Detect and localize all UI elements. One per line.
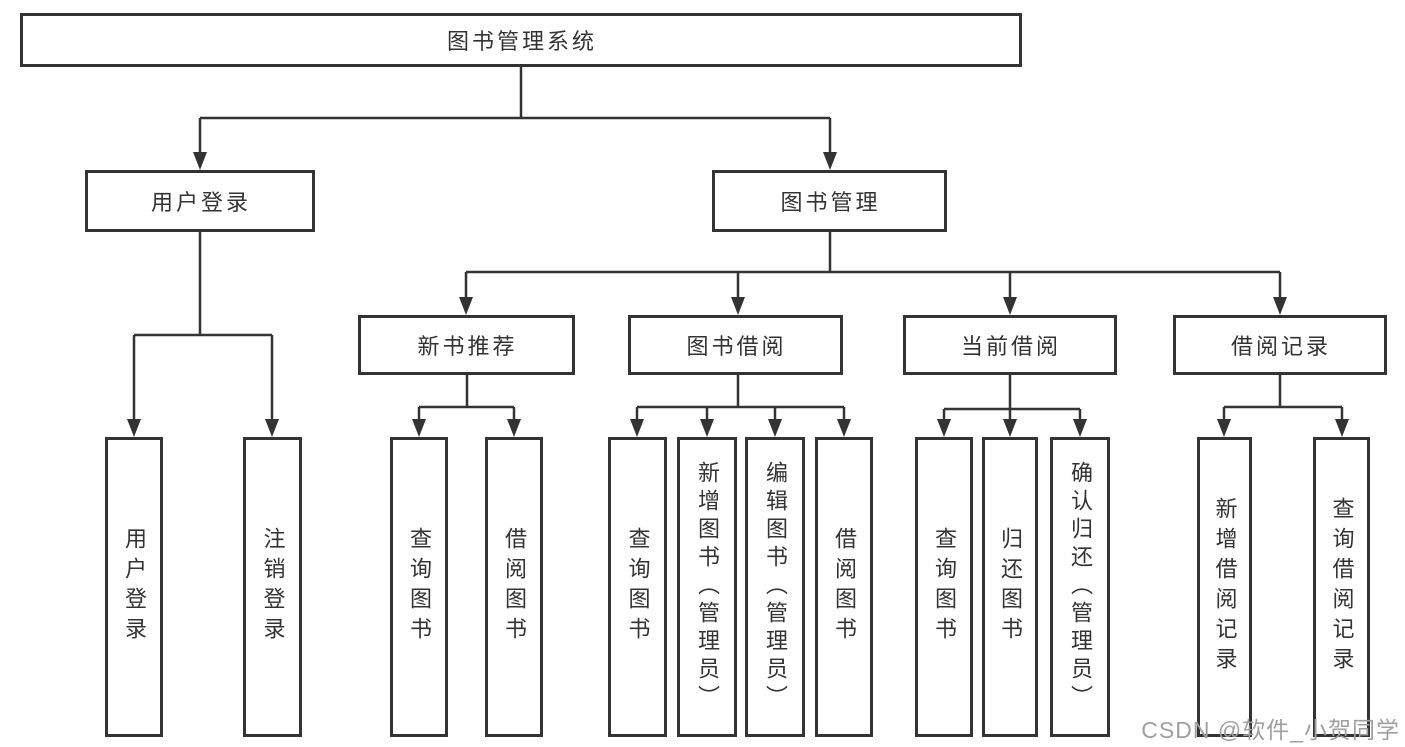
- leaf-label: 查询图书: [932, 527, 957, 647]
- leaf-label: 借阅图书: [832, 527, 857, 647]
- leaf-query-borrow-record: 查询借阅记录: [1313, 437, 1370, 737]
- node-label: 借阅记录: [1230, 334, 1331, 359]
- leaf-label: 查询图书: [407, 527, 432, 647]
- leaf-label: 新增借阅记录: [1212, 497, 1238, 677]
- node-book-borrowing: 图书借阅: [628, 315, 843, 375]
- leaf-query-books-current: 查询图书: [915, 437, 973, 737]
- leaf-borrow-books-borrowing: 借阅图书: [815, 437, 873, 737]
- leaf-label: 归还图书: [998, 527, 1023, 647]
- node-label: 新书推荐: [417, 334, 518, 359]
- leaf-label: 借阅图书: [502, 527, 527, 647]
- node-label: 当前借阅: [960, 334, 1061, 359]
- node-library-system: 图书管理系统: [20, 13, 1022, 67]
- node-user-login: 用户登录: [85, 170, 315, 232]
- leaf-query-books-borrowing: 查询图书: [608, 437, 667, 737]
- leaf-confirm-return-admin: 确认归还（管理员）: [1050, 437, 1110, 737]
- leaf-edit-book-admin: 编辑图书（管理员）: [745, 437, 805, 737]
- leaf-label: 新增图书（管理员）: [695, 461, 720, 713]
- leaf-return-books: 归还图书: [982, 437, 1038, 737]
- leaf-label: 用户登录: [122, 527, 147, 647]
- node-current-borrowing: 当前借阅: [903, 315, 1117, 375]
- node-borrow-records: 借阅记录: [1173, 315, 1387, 375]
- leaf-label: 查询借阅记录: [1329, 497, 1355, 677]
- leaf-add-book-admin: 新增图书（管理员）: [677, 437, 737, 737]
- leaf-query-books-recommend: 查询图书: [390, 437, 448, 737]
- node-label: 图书管理系统: [446, 29, 597, 54]
- leaf-label: 注销登录: [260, 527, 286, 647]
- node-label: 用户登录: [150, 190, 251, 215]
- leaf-borrow-books-recommend: 借阅图书: [485, 437, 543, 737]
- leaf-add-borrow-record: 新增借阅记录: [1197, 437, 1252, 737]
- csdn-watermark: CSDN @软件_小贺同学: [1141, 717, 1400, 743]
- leaf-label: 确认归还（管理员）: [1068, 461, 1093, 713]
- leaf-label: 查询图书: [625, 527, 651, 647]
- node-label: 图书借阅: [686, 334, 787, 359]
- node-label: 图书管理: [780, 190, 881, 215]
- leaf-logout: 注销登录: [243, 437, 302, 737]
- node-book-management: 图书管理: [712, 170, 947, 232]
- connector-segments: [132, 67, 1344, 421]
- leaf-user-login: 用户登录: [105, 437, 163, 737]
- leaf-label: 编辑图书（管理员）: [763, 461, 788, 713]
- node-new-book-recommend: 新书推荐: [358, 315, 575, 375]
